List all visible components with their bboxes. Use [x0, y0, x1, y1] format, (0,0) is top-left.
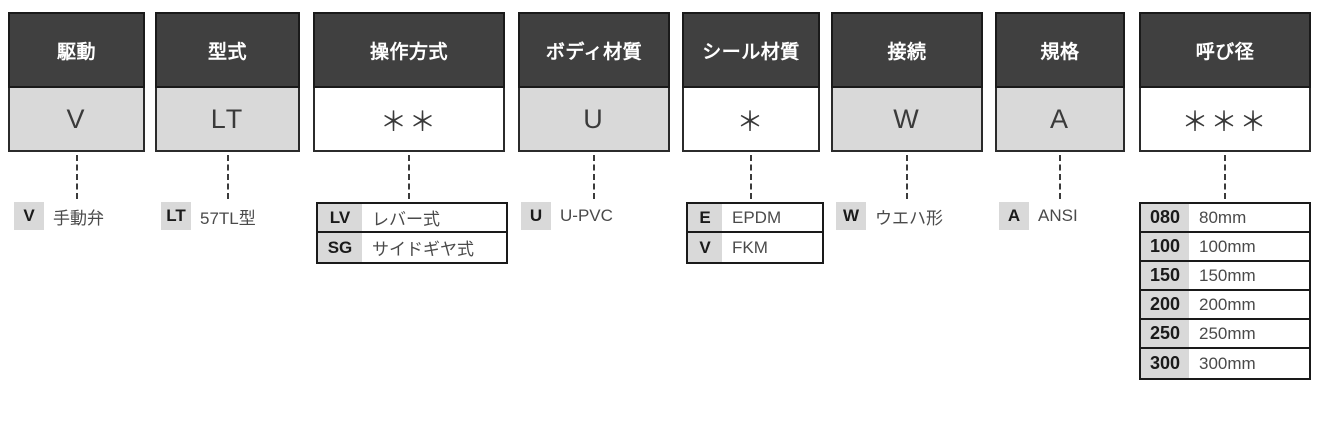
connector-line-standard	[1059, 155, 1061, 199]
column-value-connection: W	[831, 88, 983, 152]
column-header-standard: 規格	[995, 12, 1125, 88]
option-code-type-LT: LT	[161, 202, 191, 230]
legend-entry-connection-W: W ウエハ形	[836, 202, 943, 230]
option-code-operation-LV: LV	[318, 204, 362, 231]
option-label-nominal_diameter-100: 100mm	[1199, 236, 1256, 256]
code-column-operation: 操作方式＊＊	[313, 12, 505, 152]
code-column-seal_material: シール材質＊	[682, 12, 820, 152]
legend-row-nominal_diameter-250: 250 250mm	[1141, 320, 1309, 349]
column-header-operation: 操作方式	[313, 12, 505, 88]
legend-row-seal_material-E: E EPDM	[688, 204, 822, 233]
column-header-connection: 接続	[831, 12, 983, 88]
connector-line-type	[226, 155, 229, 199]
option-code-operation-SG: SG	[318, 233, 362, 262]
column-value-nominal_diameter: ＊＊＊	[1139, 88, 1311, 152]
option-label-drive-V: 手動弁	[53, 208, 104, 228]
connector-line-operation	[408, 155, 410, 199]
legend-row-nominal_diameter-300: 300 300mm	[1141, 349, 1309, 378]
option-code-nominal_diameter-150: 150	[1141, 262, 1189, 289]
option-label-nominal_diameter-150: 150mm	[1199, 265, 1256, 285]
option-label-nominal_diameter-200: 200mm	[1199, 294, 1256, 314]
option-label-operation-SG: サイドギヤ式	[372, 240, 474, 259]
legend-row-operation-SG: SG サイドギヤ式	[318, 233, 506, 262]
option-label-seal_material-V: FKM	[732, 237, 768, 257]
legend-entry-standard-A: A ANSI	[999, 202, 1078, 230]
legend-table-operation: LV レバー式 SG サイドギヤ式	[316, 202, 508, 264]
option-label-standard-A: ANSI	[1038, 206, 1078, 225]
legend-entry-drive-V: V 手動弁	[14, 202, 104, 230]
legend-entry-body_material-U: U U-PVC	[521, 202, 613, 230]
column-value-operation: ＊＊	[313, 88, 505, 152]
column-header-seal_material: シール材質	[682, 12, 820, 88]
column-header-type: 型式	[155, 12, 300, 88]
column-header-drive: 駆動	[8, 12, 145, 88]
option-code-drive-V: V	[14, 202, 44, 230]
column-value-body_material: U	[518, 88, 670, 152]
column-value-drive: V	[8, 88, 145, 152]
connector-line-body_material	[593, 155, 595, 199]
option-code-connection-W: W	[836, 202, 866, 230]
option-code-seal_material-E: E	[688, 204, 722, 231]
connector-line-drive	[75, 155, 78, 199]
connector-line-seal_material	[750, 155, 752, 199]
option-code-nominal_diameter-300: 300	[1141, 349, 1189, 378]
option-code-nominal_diameter-100: 100	[1141, 233, 1189, 260]
option-label-nominal_diameter-250: 250mm	[1199, 323, 1256, 343]
legend-row-nominal_diameter-100: 100 100mm	[1141, 233, 1309, 262]
option-label-nominal_diameter-080: 80mm	[1199, 207, 1247, 227]
column-value-seal_material: ＊	[682, 88, 820, 152]
code-column-nominal_diameter: 呼び径＊＊＊	[1139, 12, 1311, 152]
legend-table-nominal_diameter: 080 80mm 100 100mm 150 150mm 200 200mm 250 250mm 3…	[1139, 202, 1311, 380]
legend-table-seal_material: E EPDM V FKM	[686, 202, 824, 264]
legend-row-seal_material-V: V FKM	[688, 233, 822, 262]
option-label-nominal_diameter-300: 300mm	[1199, 353, 1256, 373]
legend-row-operation-LV: LV レバー式	[318, 204, 506, 233]
connector-line-connection	[906, 155, 908, 199]
option-label-connection-W: ウエハ形	[875, 208, 943, 228]
option-label-seal_material-E: EPDM	[732, 207, 782, 227]
option-code-nominal_diameter-080: 080	[1141, 204, 1189, 231]
legend-row-nominal_diameter-080: 080 80mm	[1141, 204, 1309, 233]
option-code-nominal_diameter-250: 250	[1141, 320, 1189, 347]
option-label-operation-LV: レバー式	[372, 210, 440, 229]
column-value-type: LT	[155, 88, 300, 152]
column-value-standard: A	[995, 88, 1125, 152]
option-code-body_material-U: U	[521, 202, 551, 230]
column-header-body_material: ボディ材質	[518, 12, 670, 88]
option-label-body_material-U: U-PVC	[560, 206, 613, 225]
legend-entry-type-LT: LT 57TL型	[161, 202, 256, 230]
option-code-seal_material-V: V	[688, 233, 722, 262]
legend-row-nominal_diameter-150: 150 150mm	[1141, 262, 1309, 291]
legend-row-nominal_diameter-200: 200 200mm	[1141, 291, 1309, 320]
option-code-standard-A: A	[999, 202, 1029, 230]
option-label-type-LT: 57TL型	[200, 208, 256, 228]
connector-line-nominal_diameter	[1224, 155, 1226, 199]
column-header-nominal_diameter: 呼び径	[1139, 12, 1311, 88]
option-code-nominal_diameter-200: 200	[1141, 291, 1189, 318]
